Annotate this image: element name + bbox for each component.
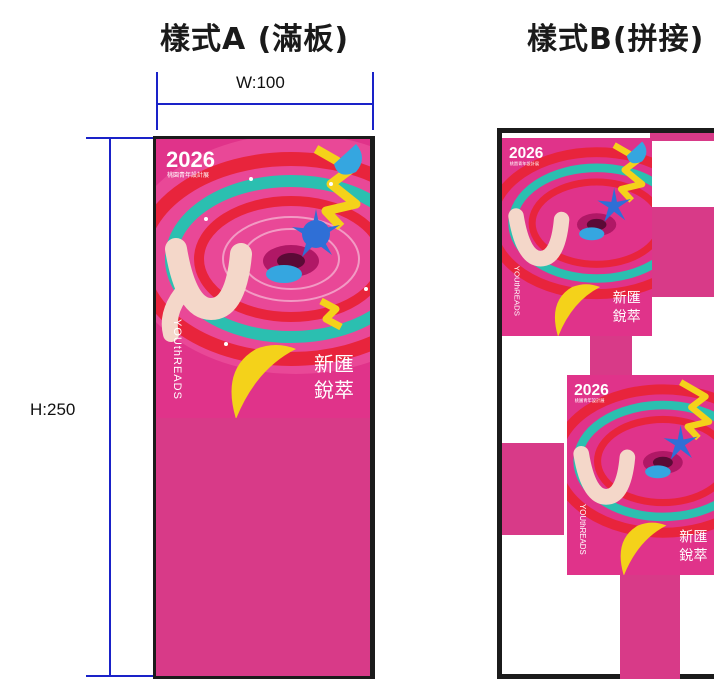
height-line — [109, 137, 111, 677]
poster-2-subtitle: 桃園青年設計展 — [575, 397, 605, 404]
patch-center-connector — [590, 333, 632, 379]
style-a-title: 樣式A (滿板) — [160, 22, 350, 57]
width-line — [156, 103, 374, 105]
patch-top-edge — [650, 133, 714, 141]
poster-calligraphy-1: 新匯 — [314, 352, 354, 376]
patch-bottom — [620, 573, 680, 679]
poster-2-calligraphy-2: 銳萃 — [679, 547, 707, 564]
poster-2-calligraphy-1: 新匯 — [679, 528, 707, 545]
poster-subtitle: 桃園青年設計展 — [167, 171, 209, 179]
poster-calligraphy-2: 銳萃 — [314, 378, 354, 402]
height-tick-top — [86, 137, 156, 139]
style-a-panel: 2026 桃園青年設計展 YOUthREADS 新匯 銳萃 — [153, 136, 375, 679]
style-b-poster-2: 2026 桃園青年設計展 YOUthREADS 新匯 銳萃 — [567, 375, 714, 575]
poster-1-subtitle: 桃園青年設計展 — [510, 160, 540, 167]
width-label: W:100 — [236, 73, 285, 92]
width-tick-left — [156, 72, 158, 130]
style-a-magenta-fill — [156, 418, 370, 676]
poster-1-calligraphy-1: 新匯 — [613, 291, 641, 307]
patch-right-top — [650, 207, 714, 297]
height-label: H:250 — [30, 400, 76, 419]
poster-year: 2026 — [166, 147, 215, 172]
poster-1-calligraphy-2: 銳萃 — [613, 309, 641, 325]
height-tick-bottom — [86, 675, 156, 677]
poster-2-vertical-text: YOUthREADS — [578, 504, 587, 555]
style-b-title: 樣式B(拼接) — [527, 22, 705, 57]
patch-left-middle — [502, 443, 564, 535]
style-b-poster-1: 2026 桃園青年設計展 YOUthREADS 新匯 銳萃 — [502, 138, 652, 336]
style-b-frame: 2026 桃園青年設計展 YOUthREADS 新匯 銳萃 2026 桃園青年設… — [497, 128, 714, 679]
poster-vertical-text: YOUthREADS — [171, 319, 183, 400]
poster-1-vertical-text: YOUthREADS — [513, 266, 522, 316]
width-tick-right — [372, 72, 374, 130]
poster-2-year: 2026 — [574, 382, 609, 399]
poster-1-year: 2026 — [509, 145, 544, 162]
style-a-poster: 2026 桃園青年設計展 YOUthREADS 新匯 銳萃 — [156, 139, 370, 418]
